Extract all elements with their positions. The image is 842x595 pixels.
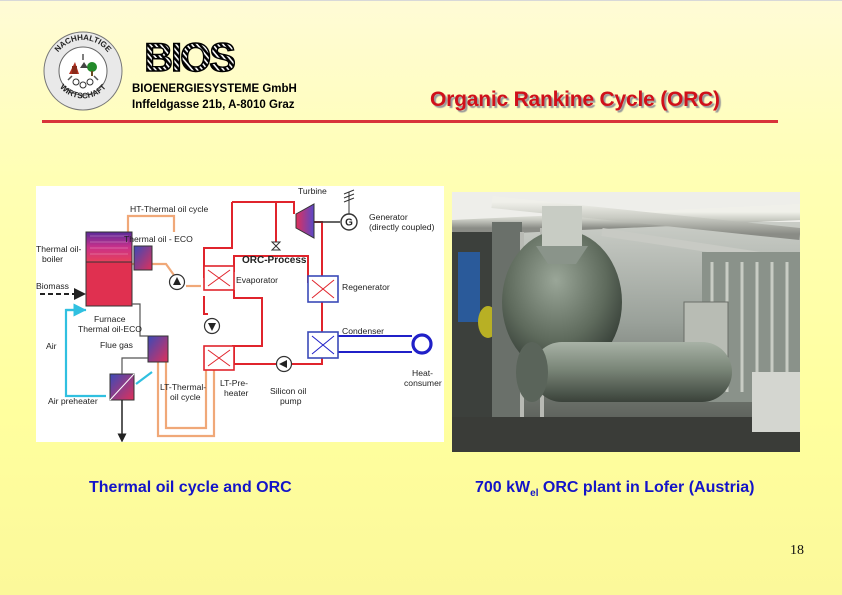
slide-title: Organic Rankine Cycle (ORC)	[430, 88, 720, 111]
page-number: 18	[790, 543, 804, 558]
label-boiler: boiler	[42, 254, 63, 264]
label-flue-gas: Flue gas	[100, 340, 133, 350]
caption-photo-power: 700 kW	[475, 479, 531, 496]
heat-consumer-icon	[411, 333, 433, 355]
label-thermal-oil-eco-top: Thermal oil - ECO	[124, 234, 193, 244]
caption-photo: 700 kWel ORC plant in Lofer (Austria)	[475, 479, 754, 499]
label-air-preheater: Air preheater	[48, 396, 98, 406]
label-heat-consumer: consumer	[404, 378, 442, 388]
thermal-oil-eco	[147, 335, 169, 363]
company-info: BIOENERGIESYSTEME GmbH Inffeldgasse 21b,…	[132, 81, 297, 113]
silicon-oil-pump-icon	[275, 355, 293, 373]
orc-process-diagram: G Turbine Generator (directly coupled) H…	[36, 186, 444, 442]
caption-photo-location: ORC plant in Lofer (Austria)	[538, 479, 755, 496]
title-underline	[42, 120, 778, 123]
label-oil-cycle: oil cycle	[170, 392, 201, 402]
label-ht-thermal-oil-cycle: HT-Thermal oil cycle	[130, 204, 209, 214]
label-air: Air	[46, 341, 57, 351]
label-thermal-oil-boiler: Thermal oil-	[36, 244, 82, 254]
label-evaporator: Evaporator	[236, 275, 278, 285]
caption-diagram: Thermal oil cycle and ORC	[89, 479, 292, 496]
turbine-icon	[295, 203, 315, 239]
label-orc-process: ORC-Process	[242, 255, 307, 266]
label-regenerator: Regenerator	[342, 282, 390, 292]
heat-consumer-loop	[338, 335, 412, 353]
label-turbine: Turbine	[298, 186, 327, 196]
label-biomass: Biomass	[36, 281, 69, 291]
company-name: BIOENERGIESYSTEME GmbH	[132, 83, 297, 95]
thermal-oil-eco-top	[133, 245, 153, 271]
nachhaltige-wirtschaft-logo: NACHHALTIGE WIRTSCHAFT	[43, 31, 123, 111]
valve-icon	[270, 241, 282, 251]
thermal-oil-boiler	[85, 231, 133, 263]
thermal-oil-pump-top-icon	[168, 273, 186, 291]
label-heat: Heat-	[412, 368, 433, 378]
furnace	[85, 261, 133, 307]
generator-symbol: G	[345, 218, 353, 229]
orc-plant-photo	[452, 192, 800, 452]
company-address: Inffeldgasse 21b, A-8010 Graz	[132, 99, 295, 111]
label-lt-thermal: LT-Thermal-	[160, 382, 206, 392]
caption-photo-subscript: el	[530, 488, 539, 500]
label-generator-coupled: (directly coupled)	[369, 222, 435, 232]
label-thermal-oil-eco: Thermal oil-ECO	[78, 324, 142, 334]
label-silicon-oil: Silicon oil	[270, 386, 306, 396]
bios-brand-logo: BIOS	[143, 38, 238, 76]
label-lt-pre: LT-Pre-	[220, 378, 248, 388]
thermal-oil-pump-mid-icon	[203, 317, 221, 335]
label-heater: heater	[224, 388, 249, 398]
top-border	[0, 0, 842, 1]
label-condenser: Condenser	[342, 326, 384, 336]
label-generator: Generator	[369, 212, 408, 222]
label-furnace: Furnace	[94, 314, 126, 324]
label-pump: pump	[280, 396, 302, 406]
bios-logo-text: BIOS	[144, 38, 235, 76]
